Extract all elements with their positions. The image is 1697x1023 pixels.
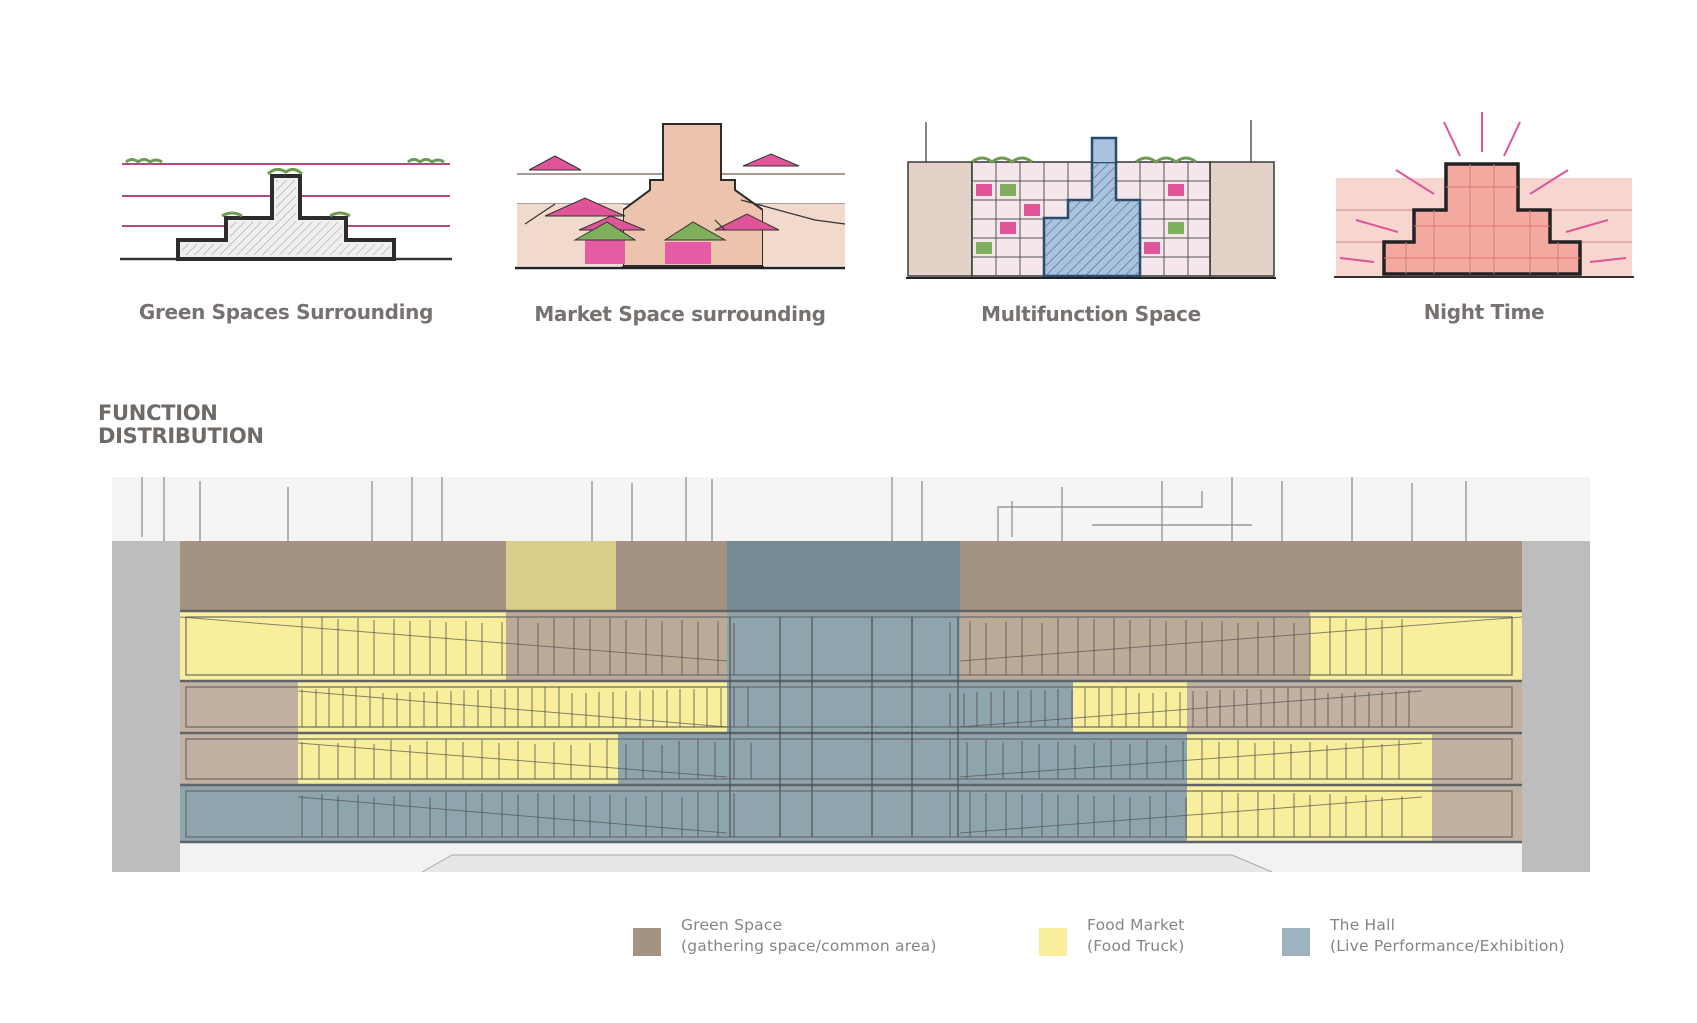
legend-title-the-hall: The Hall [1330, 916, 1396, 934]
function-distribution-section-diagram [112, 477, 1590, 872]
floor-slabs [180, 609, 1522, 844]
multifunction-space-sketch-icon [906, 120, 1276, 279]
legend-swatch-food-market [1039, 928, 1067, 956]
heading-line-2: DISTRIBUTION [98, 424, 264, 448]
legend-item-the-hall: The Hall (Live Performance/Exhibition) [1282, 915, 1565, 957]
sketch-caption-multifunction-space: Multifunction Space [981, 302, 1201, 326]
legend-swatch-green-space [633, 928, 661, 956]
green-space-sketch-icon [120, 158, 452, 261]
legend-subtitle-food-market: (Food Truck) [1087, 937, 1185, 955]
sketch-uprights [141, 477, 1467, 541]
legend-title-green-space: Green Space [681, 916, 783, 934]
legend-title-food-market: Food Market [1087, 916, 1185, 934]
legend-item-food-market: Food Market (Food Truck) [1039, 915, 1185, 957]
column-sketches [301, 617, 1410, 837]
sketch-caption-night-time: Night Time [1423, 300, 1545, 324]
night-time-sketch-icon [1334, 112, 1634, 278]
legend-subtitle-green-space: (gathering space/common area) [681, 937, 937, 955]
sketch-caption-market-space: Market Space surrounding [534, 302, 826, 326]
market-space-sketch-icon [515, 123, 845, 270]
function-distribution-heading: FUNCTION DISTRIBUTION [98, 402, 264, 448]
legend-subtitle-the-hall: (Live Performance/Exhibition) [1330, 937, 1565, 955]
sketch-caption-green-space: Green Spaces Surrounding [138, 300, 434, 324]
legend-item-green-space: Green Space (gathering space/common area… [633, 915, 937, 957]
legend-swatch-the-hall [1282, 928, 1310, 956]
heading-line-1: FUNCTION [98, 401, 218, 425]
